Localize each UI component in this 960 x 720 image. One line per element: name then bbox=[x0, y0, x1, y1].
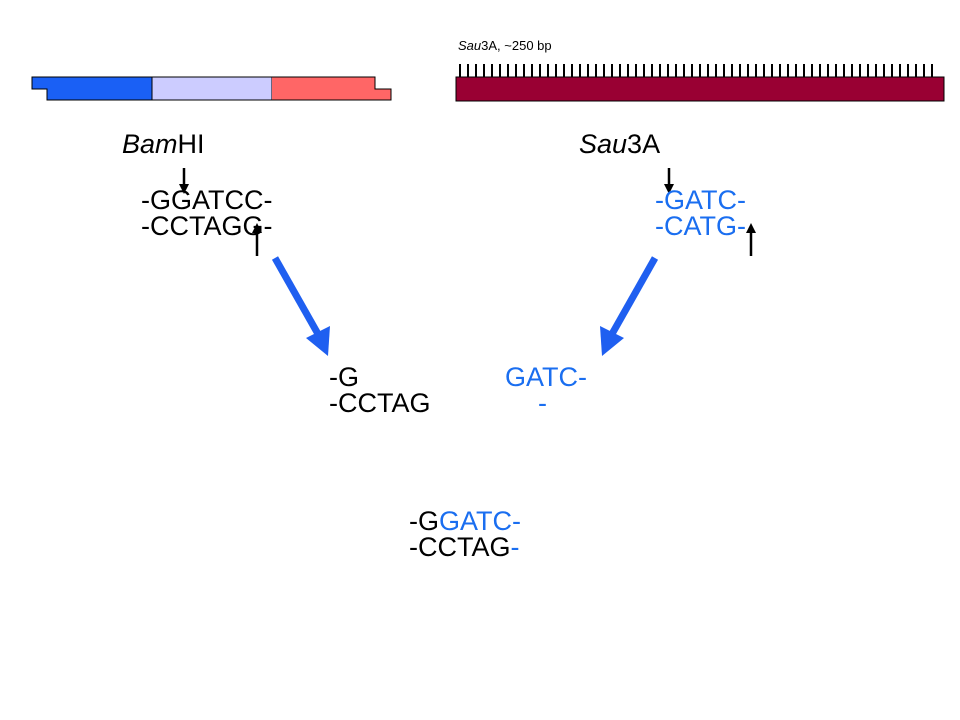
insert-label: Sau3A, ~250 bp bbox=[458, 39, 552, 52]
vector-segment-blue-lower bbox=[47, 77, 152, 100]
vector-bar bbox=[31, 76, 392, 101]
bamhi-cut-end-bottom: -CCTAG bbox=[329, 388, 431, 418]
insert-label-italic: Sau bbox=[458, 38, 482, 53]
sau3a-cut-end-top: GATC- bbox=[505, 362, 587, 392]
vector-segment-salmon-lower bbox=[272, 89, 391, 100]
bamhi-cut-arrows bbox=[179, 168, 262, 256]
sau3a-top-cut-arrowhead bbox=[664, 184, 674, 194]
digest-arrows bbox=[271, 256, 659, 356]
insert-label-rest: 3A, ~250 bp bbox=[481, 38, 552, 53]
bamhi-label: BamHI bbox=[122, 131, 205, 158]
sau3a-label-italic: Sau bbox=[579, 129, 628, 159]
bamhi-top-strand: -GGATCC- bbox=[141, 185, 273, 215]
bamhi-cut-end-top: -G bbox=[329, 362, 359, 392]
bamhi-label-italic: Bam bbox=[122, 129, 178, 159]
bamhi-to-ends-arrow-shaft bbox=[271, 256, 322, 336]
vector-segment-lavender bbox=[151, 76, 273, 101]
ligated-bottom-black: -CCTAG bbox=[409, 532, 511, 562]
ligated-top-strand: -GGATC- bbox=[409, 508, 521, 535]
insert-body bbox=[455, 76, 945, 102]
bamhi-bottom-cut-arrowhead bbox=[252, 223, 262, 233]
sau3a-label-rest: 3A bbox=[627, 129, 661, 159]
vector-outline bbox=[31, 76, 392, 101]
sau3a-label: Sau3A bbox=[579, 131, 660, 158]
sau3a-bottom-cut-arrowhead bbox=[746, 223, 756, 233]
bamhi-bottom-strand: -CCTAGG- bbox=[141, 211, 273, 241]
sau3a-to-ends-arrowhead bbox=[600, 326, 624, 356]
insert-bar bbox=[455, 64, 945, 102]
bamhi-top-cut-arrowhead bbox=[179, 184, 189, 194]
sau3a-cut-arrows bbox=[664, 168, 756, 256]
bamhi-label-rest: HI bbox=[177, 129, 205, 159]
sau3a-bottom-strand: -CATG- bbox=[655, 211, 746, 241]
ligated-bottom-strand: -CCTAG- bbox=[409, 534, 520, 561]
sau3a-top-strand: -GATC- bbox=[655, 185, 746, 215]
ligated-bottom-blue: - bbox=[510, 532, 520, 562]
ligated-top-blue: GATC- bbox=[439, 506, 521, 536]
sau3a-to-ends-arrow-shaft bbox=[608, 256, 659, 336]
sau3a-site-ticks bbox=[459, 64, 933, 77]
bamhi-to-ends-arrowhead bbox=[306, 326, 330, 356]
sau3a-cut-end-bottom: - bbox=[538, 388, 547, 418]
ligated-top-black: -G bbox=[409, 506, 439, 536]
